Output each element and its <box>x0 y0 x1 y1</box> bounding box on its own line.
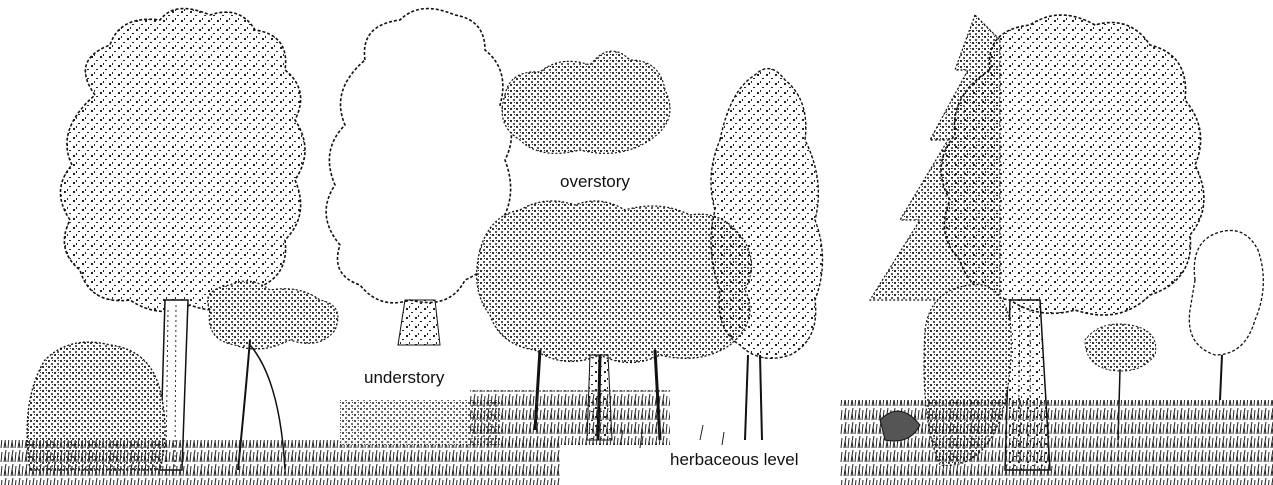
background-canopy-cluster <box>502 51 670 153</box>
herbaceous-level-label: herbaceous level <box>667 450 802 470</box>
overstory-label: overstory <box>557 172 633 192</box>
understory-label: understory <box>361 368 447 388</box>
herbaceous-ground <box>0 390 1273 485</box>
tall-narrow-tree <box>711 69 823 440</box>
far-right-small-tree <box>1189 230 1263 400</box>
